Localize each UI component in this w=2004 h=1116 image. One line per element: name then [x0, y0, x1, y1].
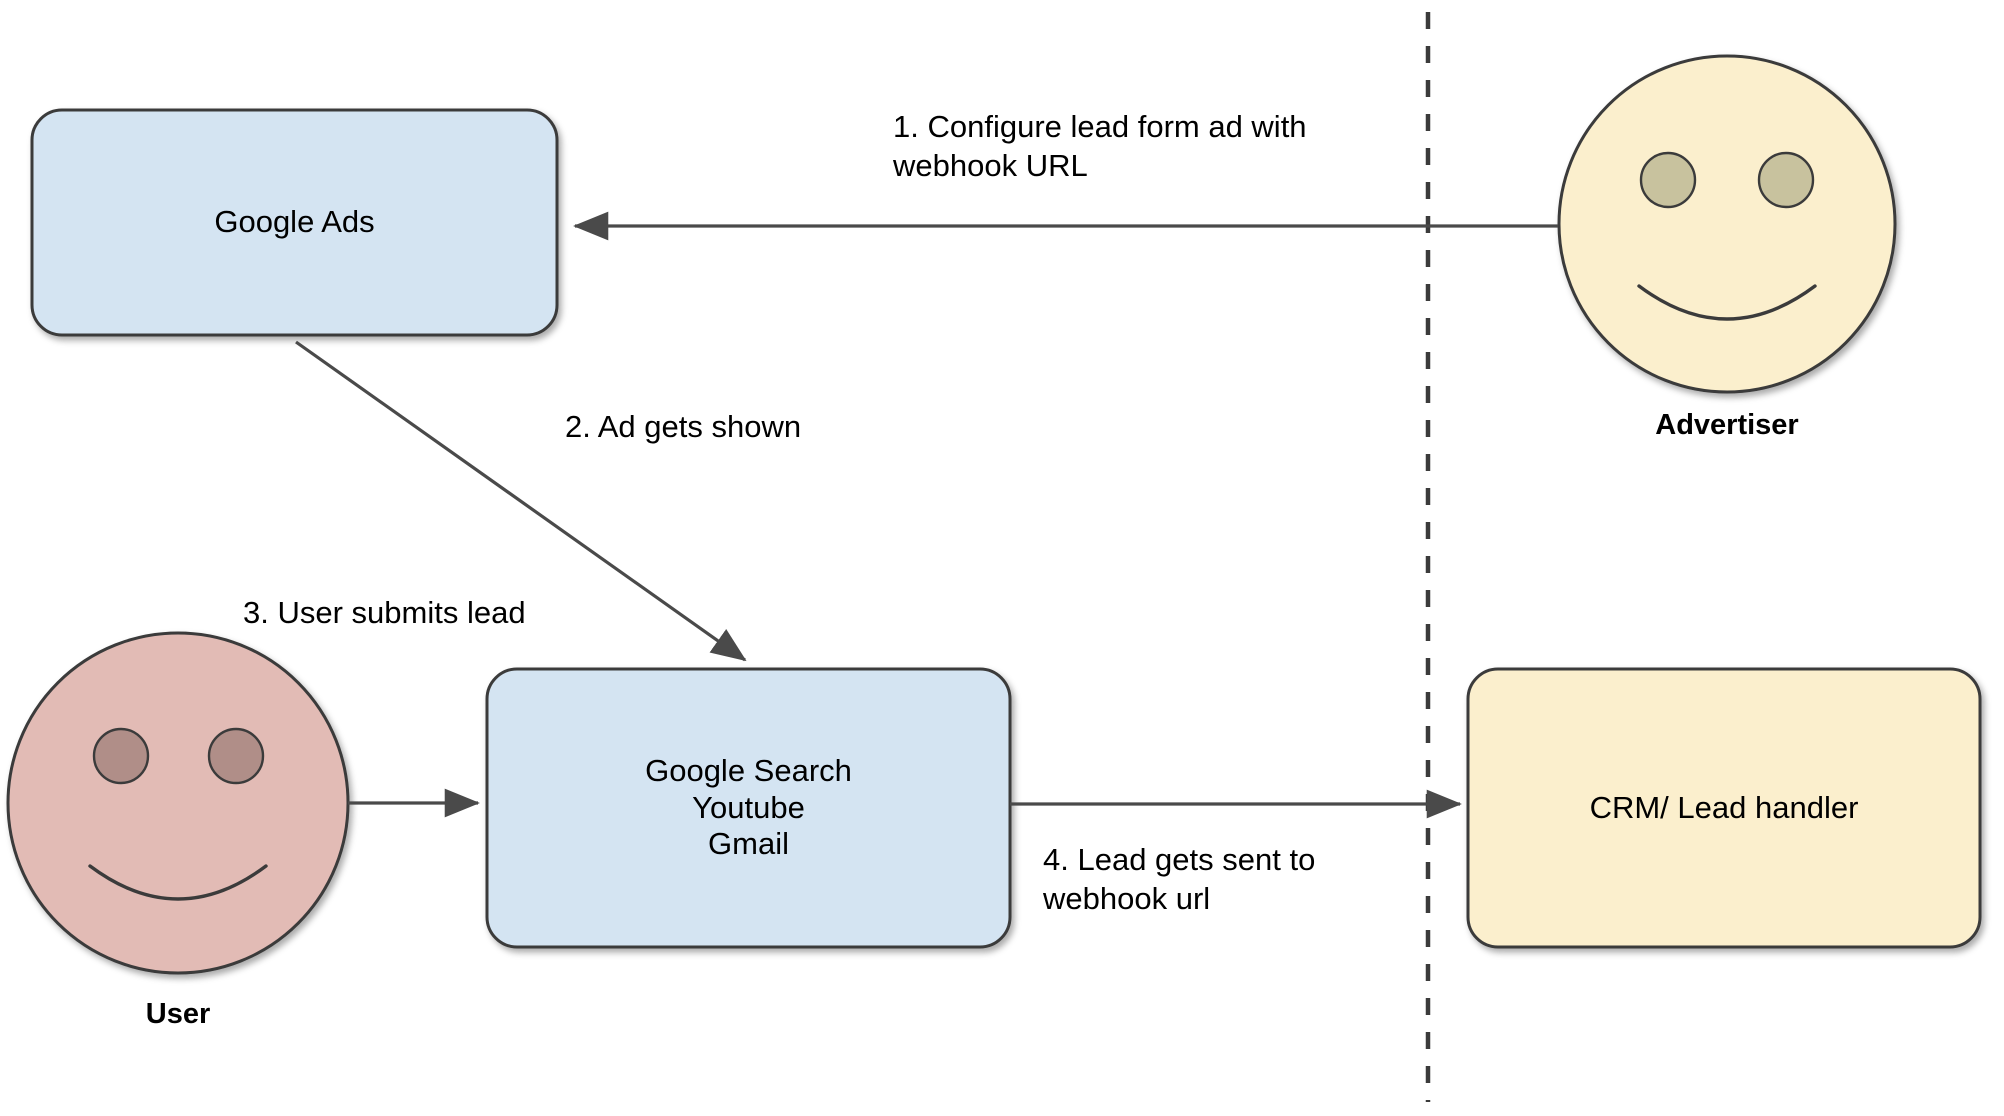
advertiser-smiley-icon[interactable] [1557, 54, 1897, 394]
advertiser-right-eye-icon [1757, 151, 1815, 209]
node-google-ads[interactable] [30, 108, 559, 337]
advertiser-smile-icon [1637, 284, 1817, 321]
user-right-eye-icon [207, 727, 265, 785]
user-left-eye-icon [92, 727, 150, 785]
edge-3-label: 3. User submits lead [243, 595, 526, 630]
edge-google-ads-to-surfaces [295, 340, 747, 662]
edge-1-label: 1. Configure lead form ad with webhook U… [893, 109, 1307, 184]
edge-2-label: 2. Ad gets shown [565, 409, 802, 444]
node-google-surfaces[interactable] [485, 667, 1012, 949]
advertiser-left-eye-icon [1639, 151, 1697, 209]
edge-4-label: 4. Lead gets sent to webhook url [1043, 842, 1316, 917]
user-smiley-icon[interactable] [6, 631, 350, 975]
user-caption: User [145, 998, 211, 1030]
advertiser-caption: Advertiser [1655, 409, 1799, 441]
user-smile-icon [88, 864, 268, 901]
node-crm-lead-handler[interactable] [1466, 667, 1982, 949]
